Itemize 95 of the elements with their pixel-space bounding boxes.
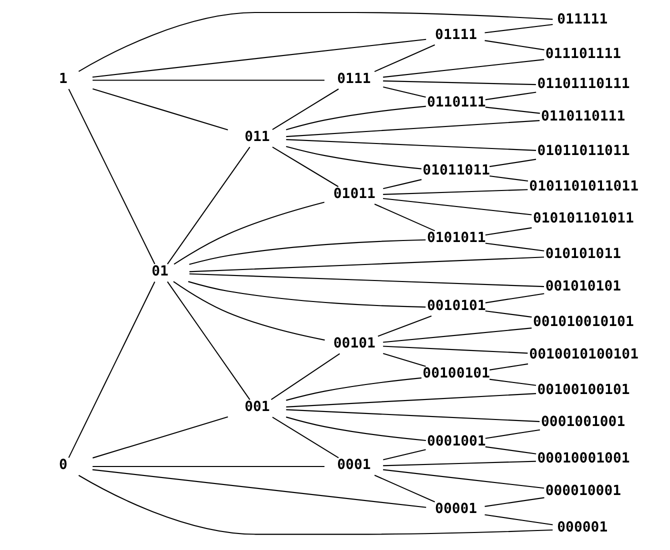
- node-text: 01: [152, 263, 168, 280]
- node-text: 0110111: [426, 94, 486, 111]
- connector: [383, 328, 532, 343]
- connector: [286, 377, 422, 401]
- node-text: 0001: [337, 457, 371, 474]
- node-text: 011: [244, 128, 270, 145]
- connector: [485, 310, 532, 318]
- connector: [68, 281, 156, 458]
- node-text: 01011011: [422, 162, 490, 178]
- connector: [485, 429, 540, 439]
- connector: [272, 146, 339, 188]
- node-text: 0110110111: [541, 108, 626, 125]
- connector: [383, 80, 536, 86]
- connector: [489, 363, 528, 370]
- connector: [383, 352, 426, 367]
- connector: [286, 120, 540, 138]
- connector: [485, 293, 544, 304]
- node-text: 0111: [337, 70, 371, 87]
- node-text: 001: [244, 398, 270, 415]
- connector: [383, 198, 532, 216]
- connector: [484, 40, 544, 50]
- connector: [286, 409, 540, 422]
- connector: [92, 416, 228, 458]
- node-text: 0010101: [426, 298, 486, 314]
- connector: [383, 346, 528, 354]
- node-text: 000010001: [545, 482, 622, 499]
- connector: [92, 466, 324, 468]
- connector: [383, 449, 426, 460]
- connector: [286, 393, 536, 408]
- node-text: 01101110111: [537, 76, 630, 92]
- connector: [92, 38, 426, 78]
- connector: [383, 460, 536, 466]
- node-text: 01111: [435, 26, 478, 43]
- node-text: 011111: [557, 12, 608, 28]
- connector: [92, 469, 426, 508]
- connector: [286, 106, 426, 130]
- node-text: 001010010101: [532, 314, 634, 330]
- connector: [383, 59, 544, 78]
- connector: [167, 146, 250, 264]
- node-text: 010101011: [545, 246, 622, 262]
- connector: [174, 202, 324, 265]
- node-text: 01011011011: [537, 142, 630, 159]
- node-text: 00100101: [422, 366, 490, 382]
- connector: [189, 239, 426, 265]
- connector: [189, 273, 544, 288]
- connector: [383, 179, 422, 190]
- node-text: 0010010100101: [529, 346, 639, 362]
- node-text: 0101101011011: [529, 178, 639, 194]
- connector: [489, 175, 528, 182]
- node-text: 01011: [333, 186, 376, 202]
- connector: [374, 204, 436, 232]
- connector: [270, 353, 340, 400]
- connector: [78, 12, 553, 72]
- connector: [374, 474, 436, 502]
- connector: [286, 139, 536, 151]
- node-text: 000001: [557, 519, 608, 536]
- connector: [167, 281, 250, 400]
- node-text: 00100100101: [537, 382, 630, 398]
- connector: [272, 88, 339, 130]
- connector: [489, 158, 536, 168]
- node-text: 1: [59, 70, 68, 87]
- node-text: 0: [59, 457, 68, 474]
- connector: [485, 242, 544, 252]
- connector: [286, 146, 422, 170]
- connector: [484, 24, 553, 34]
- connector: [272, 416, 339, 458]
- connector: [188, 281, 426, 308]
- connector: [485, 106, 540, 114]
- node-text: 001010101: [545, 278, 622, 294]
- node-text: 0001001: [426, 433, 486, 450]
- connector: [383, 469, 544, 489]
- connector: [92, 88, 228, 130]
- connector: [485, 446, 536, 454]
- connector: [189, 256, 544, 272]
- connector: [383, 86, 426, 98]
- connector: [489, 378, 536, 386]
- connector: [484, 497, 544, 507]
- node-text: 0101011: [426, 230, 486, 246]
- connector: [374, 44, 436, 72]
- node-text: 00101: [333, 336, 376, 352]
- node-text: 011101111: [545, 46, 622, 62]
- node-text: 0001001001: [541, 414, 626, 430]
- connector: [484, 514, 553, 526]
- connector: [485, 227, 532, 236]
- connector: [92, 80, 324, 81]
- connector: [378, 315, 432, 337]
- connector: [78, 474, 553, 535]
- connector: [68, 88, 156, 264]
- node-text: 010101101011: [532, 210, 634, 227]
- connector: [485, 92, 536, 100]
- connector: [173, 281, 325, 341]
- node-text: 00010001001: [537, 450, 630, 467]
- connector: [383, 189, 528, 195]
- node-text: 00001: [435, 501, 478, 518]
- connector: [286, 416, 426, 441]
